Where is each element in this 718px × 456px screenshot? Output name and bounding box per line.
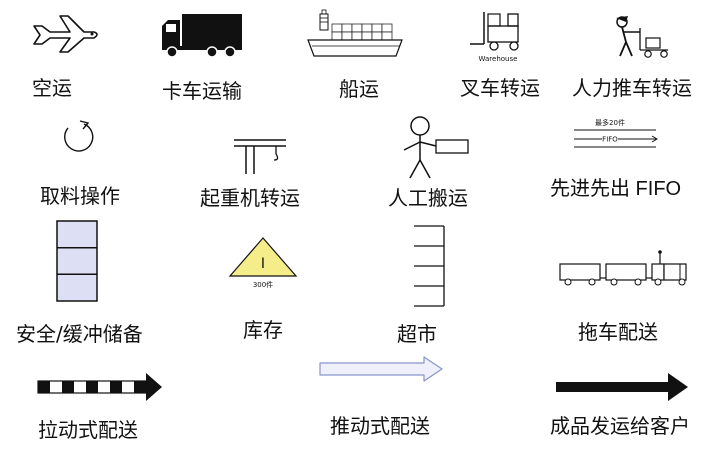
supermarket-shelves-icon xyxy=(414,225,445,307)
fifo-label: 先进先出 FIFO xyxy=(550,178,682,200)
inventory-triangle-icon: I 300件 xyxy=(228,237,298,289)
manual-carry-label: 人工搬运 xyxy=(388,186,468,210)
tugger-delivery-label: 拖车配送 xyxy=(578,320,658,344)
shipment-to-customer-label: 成品发运给客户 xyxy=(550,414,690,438)
airplane-icon xyxy=(33,15,98,53)
fifo-max-text: 最多20件 xyxy=(595,118,625,127)
ship-icon xyxy=(307,9,403,57)
pull-delivery-label: 拉动式配送 xyxy=(38,418,138,442)
push-delivery-label: 推动式配送 xyxy=(330,414,430,438)
forklift-icon: Warehouse xyxy=(470,12,519,63)
person-pushing-cart-icon xyxy=(616,16,668,58)
forklift-icon-caption: Warehouse xyxy=(479,55,518,63)
shipment-arrow-icon xyxy=(556,373,688,401)
truck-transport-label: 卡车运输 xyxy=(162,79,242,103)
crane-icon xyxy=(234,139,286,174)
supermarket-label: 超市 xyxy=(397,322,437,346)
ship-transport-label: 船运 xyxy=(339,77,379,101)
tugger-train-icon xyxy=(559,250,687,286)
inventory-letter: I xyxy=(261,256,265,272)
inventory-label: 库存 xyxy=(243,318,283,342)
pull-arrow-icon xyxy=(37,373,162,401)
manual-cart-transport-label: 人力推车转运 xyxy=(572,76,692,100)
pickup-operation-label: 取料操作 xyxy=(40,184,120,208)
fifo-lane-text: FIFO xyxy=(602,136,618,144)
truck-icon xyxy=(162,14,242,58)
stacked-boxes-icon xyxy=(56,220,98,302)
air-transport-label: 空运 xyxy=(32,76,72,100)
safety-stock-label: 安全/缓冲储备 xyxy=(16,322,143,346)
circular-arrow-icon xyxy=(64,120,94,152)
crane-transport-label: 起重机转运 xyxy=(200,186,300,210)
fifo-lane-icon: 最多20件 FIFO xyxy=(574,118,658,148)
push-arrow-icon xyxy=(319,356,443,382)
forklift-transport-label: 叉车转运 xyxy=(460,76,540,100)
inventory-caption: 300件 xyxy=(253,280,273,289)
stick-figure-carrying-icon xyxy=(403,116,469,179)
